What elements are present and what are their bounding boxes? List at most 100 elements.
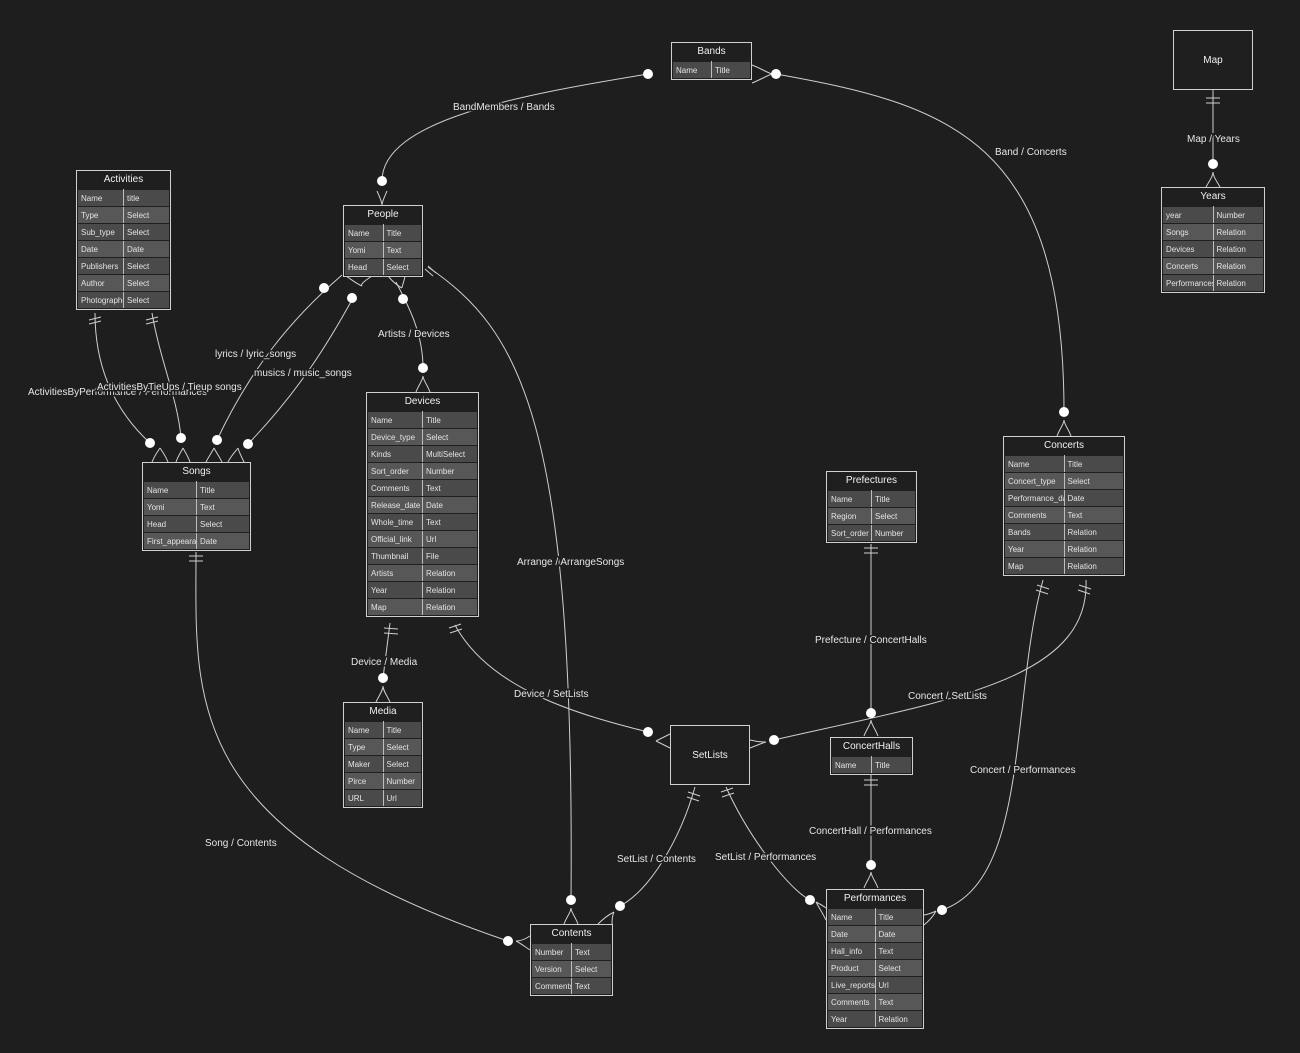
field-type: Url [382, 789, 422, 807]
field-name: Publishers [77, 257, 124, 275]
field-type: Url [874, 976, 923, 994]
field-name: Number [531, 943, 572, 961]
field-name: Sub_type [77, 223, 124, 241]
edge-activities-performance [94, 312, 151, 444]
label-band-concerts: Band / Concerts [995, 147, 1067, 158]
field-type: Date [422, 496, 478, 514]
field-type: Text [874, 993, 923, 1011]
field-type: Date [196, 532, 250, 550]
field-name: Maker [344, 755, 384, 773]
field-type: Select [422, 428, 478, 446]
edge-song-contents [195, 551, 509, 942]
relation-endpoints [145, 69, 1218, 946]
field-type: Text [382, 241, 422, 259]
field-name: Version [531, 960, 572, 978]
field-type: Text [196, 498, 250, 516]
edge-band-concerts [775, 73, 1065, 413]
field-name: Head [143, 515, 197, 533]
field-name: Comments [367, 479, 423, 497]
label-artists: Artists / Devices [378, 329, 450, 340]
entity-title: Contents [531, 925, 612, 943]
label-concert-performances: Concert / Performances [970, 765, 1076, 776]
field-name: Sort_order [367, 462, 423, 480]
field-type: Relation [1063, 540, 1124, 558]
field-name: Author [77, 274, 124, 292]
entity-setlists[interactable]: SetLists [670, 725, 750, 785]
label-lyrics: lyrics / lyric_songs [215, 349, 296, 360]
field-type: Relation [422, 581, 478, 599]
field-type: Title [196, 481, 250, 499]
field-name: Comments [531, 977, 572, 995]
edge-setlist-contents [619, 786, 696, 907]
field-name: Region [827, 507, 872, 525]
field-type: Relation [874, 1010, 923, 1028]
field-type: Number [871, 524, 916, 542]
field-type: File [422, 547, 478, 565]
edge-bandmembers [381, 73, 649, 182]
field-name: Date [827, 925, 876, 943]
field-type: Select [196, 515, 250, 533]
field-type: Select [382, 738, 422, 756]
field-name: Yomi [344, 241, 384, 259]
field-type: Text [571, 943, 612, 961]
entity-title: Concerts [1004, 437, 1124, 455]
field-type: Text [422, 479, 478, 497]
field-type: Select [874, 959, 923, 977]
edge-setlist-performances [725, 786, 811, 901]
entity-map[interactable]: Map [1173, 30, 1253, 90]
field-name: Live_reports [827, 976, 876, 994]
field-type: Text [571, 977, 612, 995]
field-name: Name [827, 908, 876, 926]
field-type: Title [382, 721, 422, 739]
label-setlist-contents: SetList / Contents [617, 854, 696, 865]
field-type: Relation [422, 564, 478, 582]
field-name: Hall_info [827, 942, 876, 960]
entity-title: Songs [143, 463, 250, 481]
entity-title: Performances [827, 890, 923, 908]
label-hall-performances: ConcertHall / Performances [809, 826, 932, 837]
field-name: Map [367, 598, 423, 616]
field-type: Relation [1212, 274, 1264, 292]
field-name: Head [344, 258, 384, 276]
label-device-media: Device / Media [351, 657, 418, 668]
field-name: Performances [1162, 274, 1214, 292]
field-type: Relation [1063, 523, 1124, 541]
relation-markers [88, 64, 1221, 951]
entity-title: SetLists [692, 749, 728, 761]
field-name: Comments [827, 993, 876, 1011]
field-name: Name [143, 481, 197, 499]
label-song-contents: Song / Contents [205, 838, 277, 849]
field-name: Year [827, 1010, 876, 1028]
entity-title: Prefectures [827, 472, 916, 490]
field-type: Select [123, 291, 170, 309]
